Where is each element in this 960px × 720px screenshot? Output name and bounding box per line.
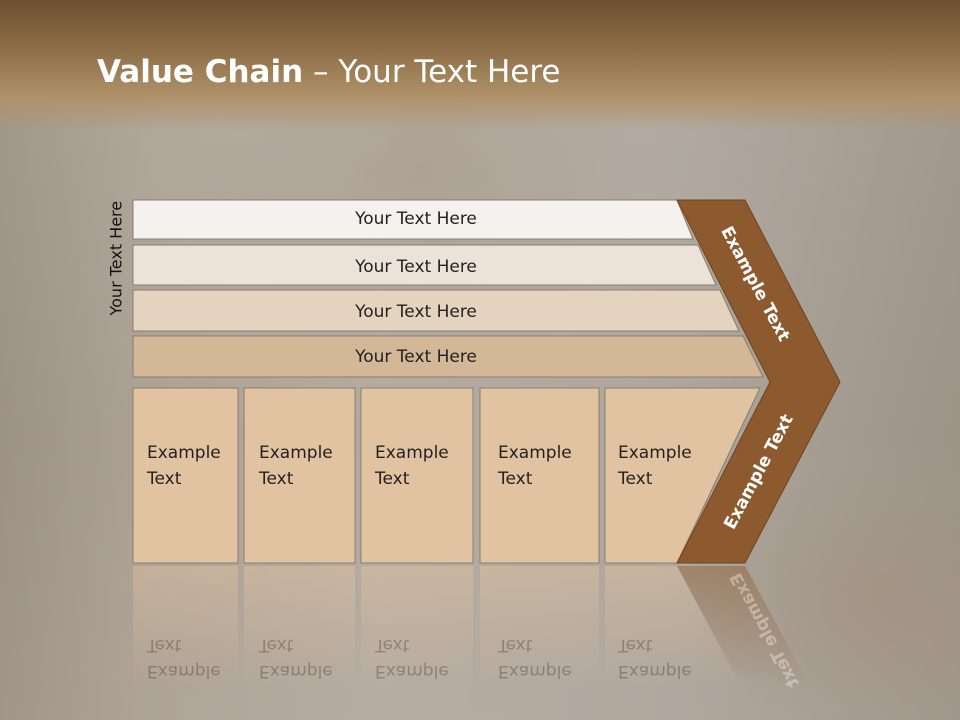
column-label-5-line1: Example	[618, 443, 692, 463]
column-reflection-text-4: Example Text	[498, 632, 572, 684]
column-reflection-text-4-line1: Example	[498, 661, 572, 681]
column-label-4-line2: Text	[498, 469, 533, 489]
row-label-2: Your Text Here	[355, 257, 477, 277]
column-label-1-line2: Text	[147, 469, 182, 489]
column-box-3[interactable]	[360, 387, 474, 564]
title-rest: – Your Text Here	[303, 54, 561, 90]
row-bar-4[interactable]	[132, 335, 764, 378]
column-reflection-text-3-line2: Text	[375, 635, 410, 655]
column-reflection-text-2-line1: Example	[259, 661, 333, 681]
title-bold: Value Chain	[97, 54, 304, 90]
column-reflection-text-2-line2: Text	[259, 635, 294, 655]
row-label-1: Your Text Here	[355, 209, 477, 229]
column-label-3-line1: Example	[375, 443, 449, 463]
column-label-3-line2: Text	[375, 469, 410, 489]
column-reflection-5	[605, 566, 740, 686]
column-reflection-text-1: Example Text	[147, 632, 221, 684]
column-label-5-line2: Text	[618, 469, 653, 489]
chevron-reflection	[677, 566, 810, 686]
column-reflection-text-3: Example Text	[375, 632, 449, 684]
column-reflection-text-5-line1: Example	[618, 661, 692, 681]
column-reflection-1	[133, 566, 238, 686]
column-reflection-text-5: Example Text	[618, 632, 692, 684]
column-reflection-2	[244, 566, 355, 686]
row-label-3: Your Text Here	[355, 302, 477, 322]
column-box-4[interactable]	[479, 387, 600, 564]
row-label-4: Your Text Here	[355, 347, 477, 367]
column-box-2[interactable]	[243, 387, 356, 564]
row-bar-2[interactable]	[132, 244, 717, 286]
header-band	[0, 0, 960, 130]
column-reflection-text-5-line2: Text	[618, 635, 653, 655]
side-label: Your Text Here	[106, 200, 126, 316]
page-title: Value Chain – Your Text Here	[97, 54, 560, 90]
column-reflection-3	[361, 566, 473, 686]
column-label-2-line1: Example	[259, 443, 333, 463]
column-label-2-line2: Text	[259, 469, 294, 489]
column-label-4-line1: Example	[498, 443, 572, 463]
column-reflection-text-2: Example Text	[259, 632, 333, 684]
chevron-arrow[interactable]	[676, 199, 841, 564]
row-bar-3[interactable]	[132, 289, 740, 332]
column-reflection-text-1-line2: Text	[147, 635, 182, 655]
column-reflection-text-1-line1: Example	[147, 661, 221, 681]
column-reflection-4	[480, 566, 599, 686]
column-box-1[interactable]	[132, 387, 239, 564]
column-reflection-text-4-line2: Text	[498, 635, 533, 655]
row-bar-1[interactable]	[132, 199, 694, 240]
column-reflection-text-3-line1: Example	[375, 661, 449, 681]
column-label-1-line1: Example	[147, 443, 221, 463]
